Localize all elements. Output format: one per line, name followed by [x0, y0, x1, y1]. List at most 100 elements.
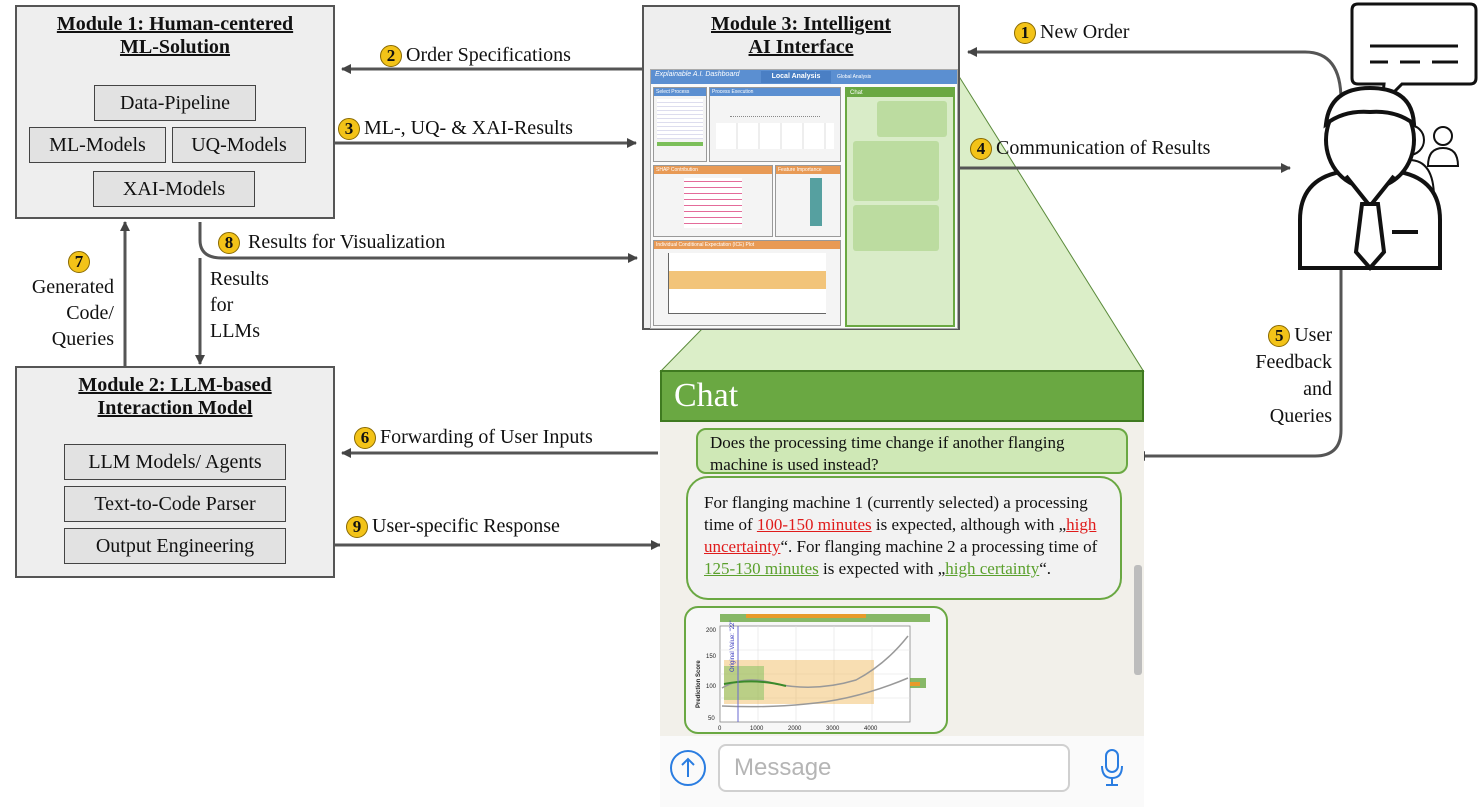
- badge-3: 3: [338, 118, 360, 141]
- xtick-label: 3000: [826, 726, 840, 732]
- flow-4-text: Communication of Results: [996, 137, 1211, 159]
- panel-shap-title: SHAP Contribution: [654, 166, 772, 174]
- ml-models-box: ML-Models: [29, 127, 166, 163]
- xtick-label: 2000: [788, 726, 802, 732]
- plot-message-bubble: Original Value: "22" Prediction Score 20…: [684, 606, 948, 734]
- module-3-box: Module 3: Intelligent AI Interface Expla…: [642, 5, 960, 330]
- plot-yticks: 200 150 100 50: [706, 628, 717, 722]
- select-list: [657, 99, 703, 139]
- text-to-code-box: Text-to-Code Parser: [64, 486, 286, 522]
- panel-chat-mini-title: Chat: [847, 89, 953, 97]
- code-line-2: Code/: [66, 302, 114, 324]
- code-line-3: Queries: [51, 328, 114, 350]
- tab-global-analysis: Global Analysis: [837, 74, 872, 80]
- badge-6: 6: [354, 427, 376, 450]
- exec-timeline: [716, 123, 834, 149]
- module-3-title-line2: AI Interface: [748, 36, 854, 58]
- panel-exec-title: Process Execution: [710, 88, 840, 96]
- panel-process-execution: Process Execution: [709, 87, 841, 162]
- user-person-icon: [1298, 85, 1442, 272]
- xtick-label: 1000: [750, 726, 764, 732]
- badge-4: 4: [970, 138, 992, 161]
- mini-bubble-2: [853, 141, 939, 201]
- module-1-box: Module 1: Human-centered ML-Solution Dat…: [15, 5, 335, 219]
- badge-8: 8: [218, 232, 240, 255]
- highlight-time-1: 100-150 minutes: [756, 515, 872, 534]
- send-button[interactable]: [670, 750, 706, 786]
- output-engineering-box: Output Engineering: [64, 528, 286, 564]
- feature-bars: [810, 178, 830, 226]
- bot-text-3: “. For flanging machine 2 a processing t…: [780, 537, 1098, 556]
- plot-xticks: 0 1000 2000 3000 4000: [718, 726, 878, 732]
- ytick-label: 50: [708, 716, 715, 722]
- uq-models-box: UQ-Models: [172, 127, 306, 163]
- llm-models-box: LLM Models/ Agents: [64, 444, 286, 480]
- arrow-user-feedback: [1135, 270, 1343, 461]
- panel-chat-mini: Chat: [845, 87, 955, 327]
- panel-feature-title: Feature Importance: [776, 166, 840, 174]
- badge-9: 9: [346, 516, 368, 539]
- dashboard-title: Explainable A.I. Dashboard: [655, 71, 740, 78]
- bot-text-2: is expected, although with „: [871, 515, 1067, 534]
- xai-models-box: XAI-Models: [93, 171, 255, 207]
- microphone-button[interactable]: [1098, 748, 1126, 788]
- module-1-title: Module 1: Human-centered ML-Solution: [17, 13, 333, 59]
- module-2-title-line1: Module 2: LLM-based: [78, 374, 272, 396]
- badge-2: 2: [380, 45, 402, 68]
- feedback-line-2: Feedback: [1255, 351, 1332, 373]
- bot-text-5: “.: [1039, 559, 1052, 578]
- bot-text-1: For flanging machine 1 (currently select…: [704, 493, 1088, 534]
- badge-1: 1: [1014, 22, 1036, 45]
- chat-scrollbar[interactable]: [1134, 565, 1142, 675]
- flow-2-text: Order Specifications: [406, 44, 571, 66]
- flow-label-visualization: 8 Results for Visualization: [218, 230, 446, 255]
- panel-select-process: Select Process: [653, 87, 707, 162]
- flow-9-text: User-specific Response: [372, 515, 560, 537]
- module-1-title-line2: ML-Solution: [119, 36, 231, 58]
- message-input[interactable]: Message: [718, 744, 1070, 792]
- user-message-text: Does the processing time change if anoth…: [710, 433, 1065, 474]
- module-2-box: Module 2: LLM-based Interaction Model LL…: [15, 366, 335, 578]
- tab-local-analysis: Local Analysis: [761, 71, 831, 83]
- feedback-line-1: User: [1294, 324, 1332, 346]
- ice-plot-thumbnail: Original Value: "22" Prediction Score 20…: [696, 614, 930, 732]
- flow-6-text: Forwarding of User Inputs: [380, 426, 593, 448]
- panel-feature-importance: Feature Importance: [775, 165, 841, 237]
- code-line-1: Generated: [31, 276, 114, 298]
- chat-header: Chat: [660, 370, 1144, 422]
- flow-label-results-llm: Results for LLMs: [210, 266, 269, 344]
- microphone-icon: [1101, 749, 1123, 786]
- select-green-bar: [657, 142, 703, 146]
- panel-ice-plot: Individual Conditional Expectation (ICE)…: [653, 240, 841, 326]
- highlight-time-2: 125-130 minutes: [704, 559, 819, 578]
- feedback-line-4: Queries: [1269, 405, 1332, 427]
- mini-bubble-3: [853, 205, 939, 251]
- chat-panel: Chat Does the processing time change if …: [660, 370, 1144, 807]
- bot-message-bubble: For flanging machine 1 (currently select…: [686, 476, 1122, 600]
- arrow-new-order: [967, 47, 1343, 101]
- flow-label-generated-code: 7 Generated Code/ Queries: [8, 248, 114, 352]
- arrow-visualization: [198, 222, 638, 263]
- module-2-title-line2: Interaction Model: [97, 397, 253, 419]
- module-1-title-line1: Module 1: Human-centered: [56, 13, 294, 35]
- mini-bubble-1: [877, 101, 947, 137]
- flow-8-text: Results for Visualization: [248, 231, 446, 253]
- module-2-title: Module 2: LLM-based Interaction Model: [17, 374, 333, 420]
- plot-ylabel: Prediction Score: [696, 660, 702, 708]
- ytick-label: 200: [706, 628, 717, 634]
- user-message-bubble: Does the processing time change if anoth…: [696, 428, 1128, 474]
- dashboard-screenshot: Explainable A.I. Dashboard Local Analysi…: [650, 69, 958, 329]
- shap-waterfall: [684, 178, 742, 228]
- bot-text-4: is expected with „: [818, 559, 946, 578]
- llm-line-1: Results: [210, 268, 269, 290]
- module-3-title: Module 3: Intelligent AI Interface: [644, 13, 958, 59]
- llm-line-3: LLMs: [210, 320, 260, 342]
